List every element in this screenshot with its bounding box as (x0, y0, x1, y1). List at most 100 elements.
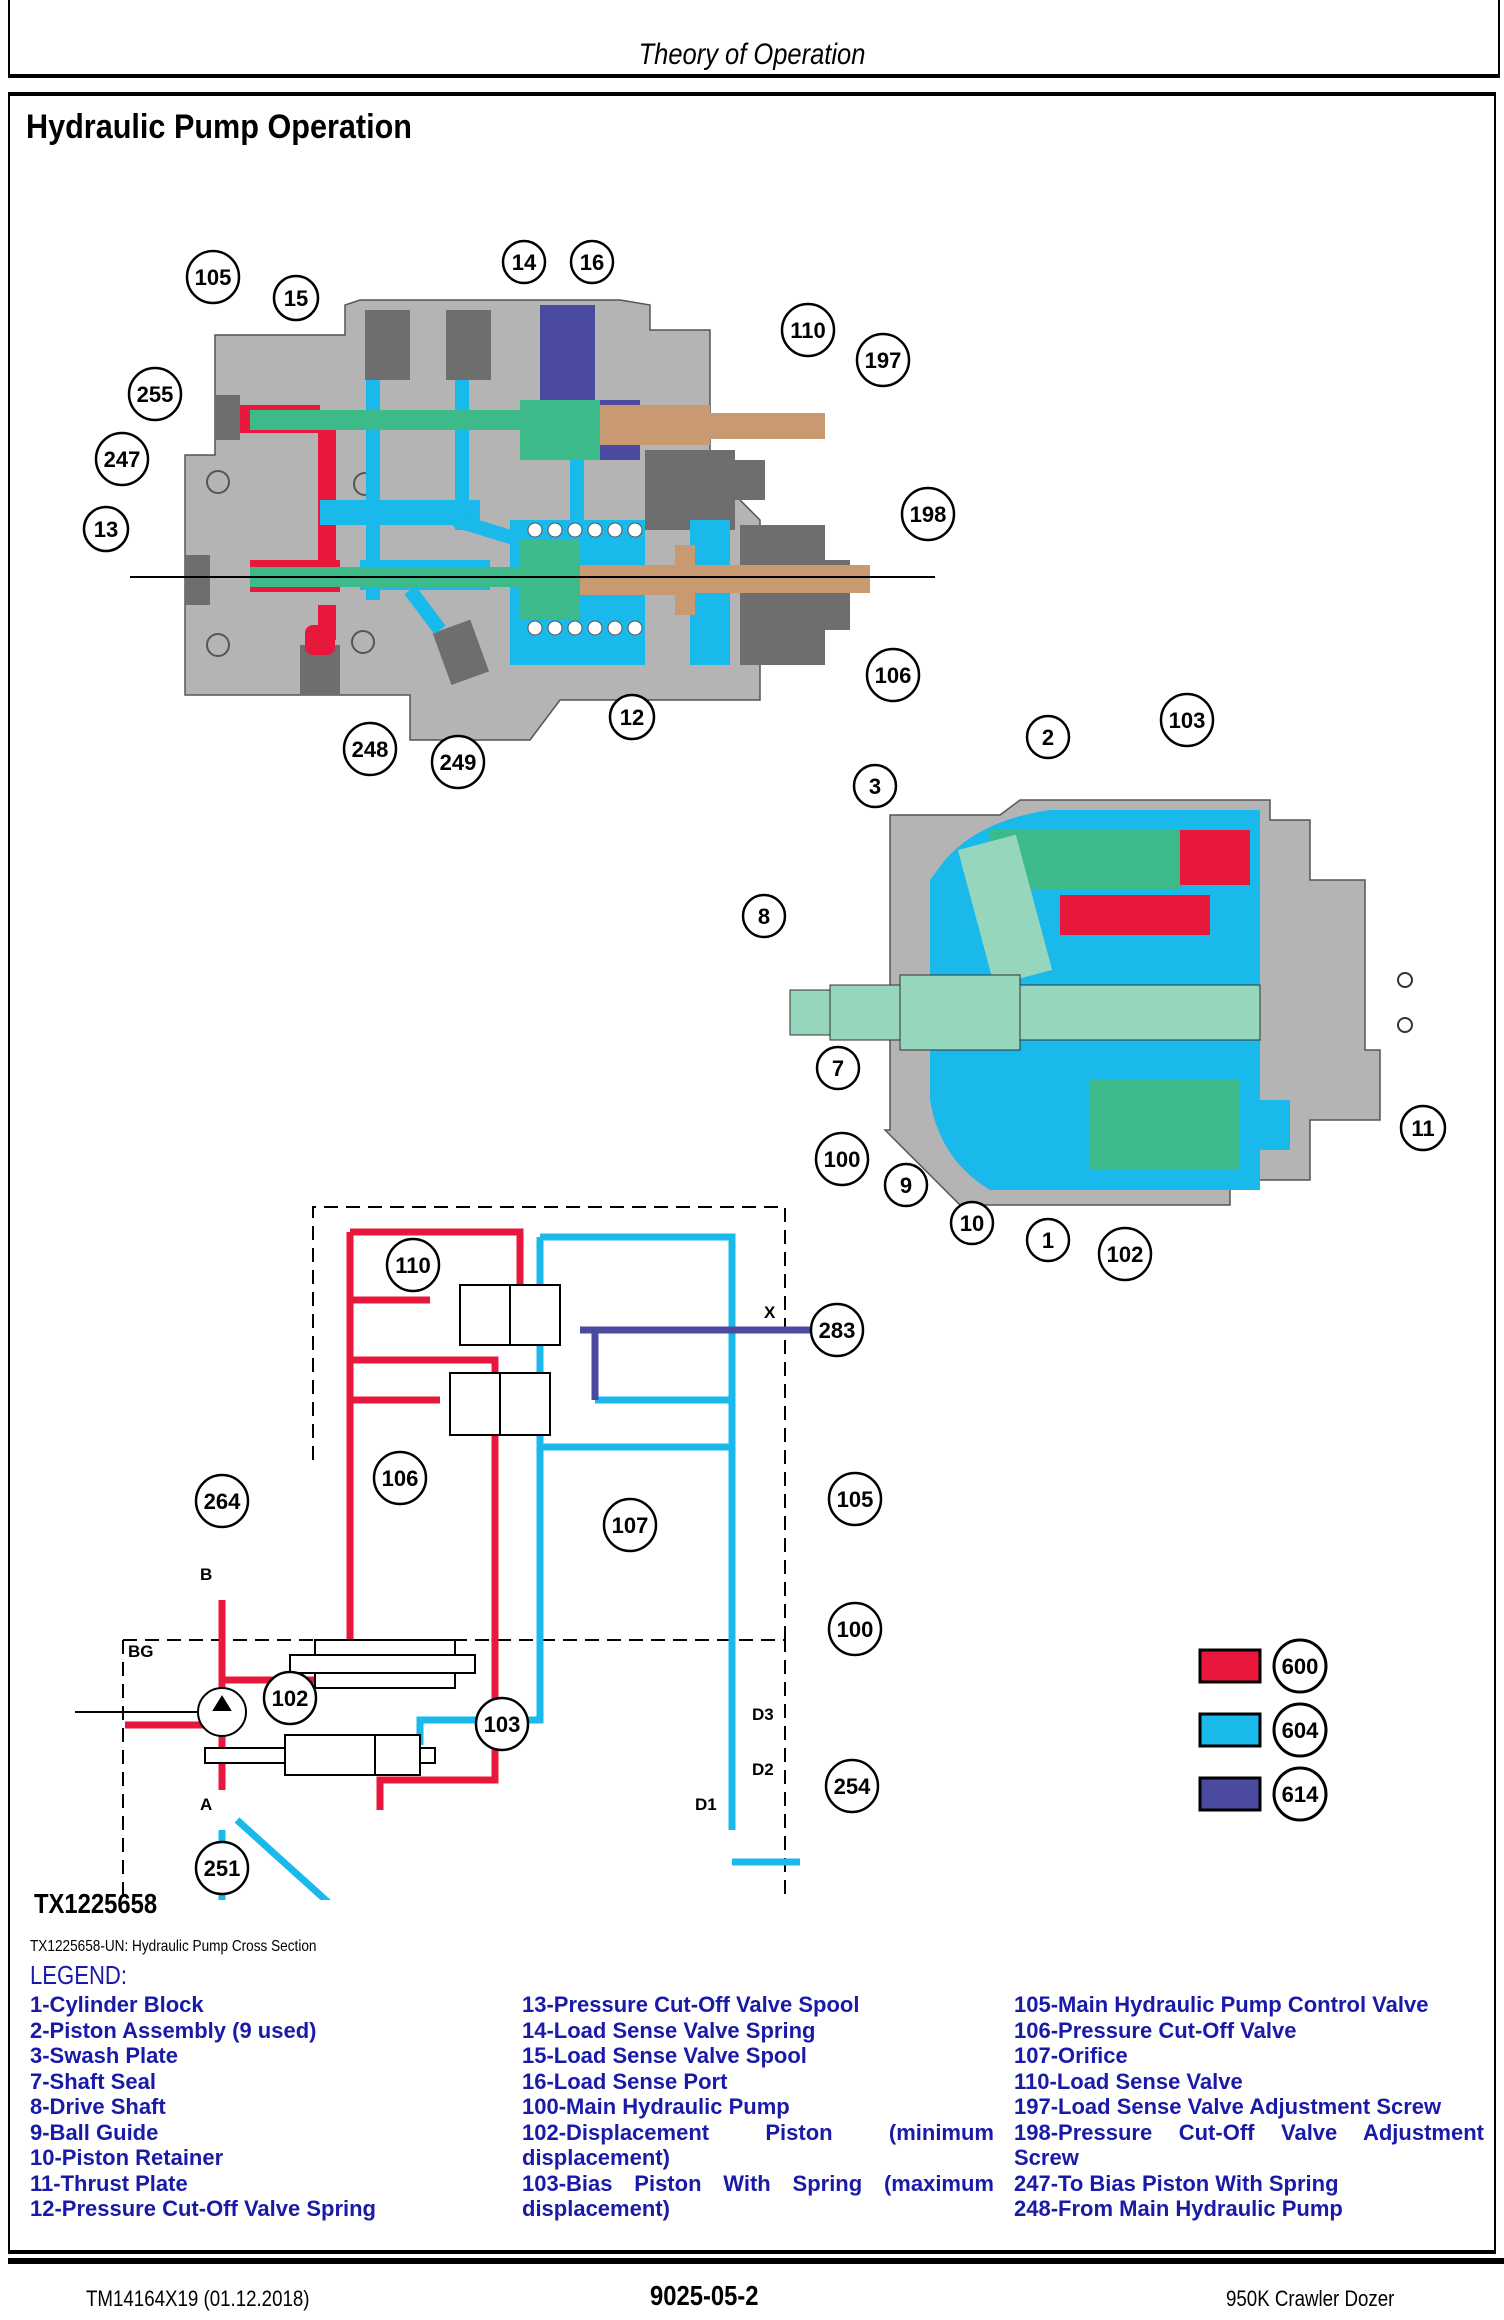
svg-text:102: 102 (1107, 1242, 1144, 1267)
svg-text:15: 15 (284, 286, 308, 311)
callout-102-pump: 102 (1097, 1226, 1153, 1282)
legend-item: 3-Swash Plate (30, 2043, 178, 2068)
svg-text:197: 197 (865, 348, 902, 373)
color-key-600: 600 (1198, 1638, 1328, 1694)
content-frame (8, 92, 1496, 2254)
svg-text:254: 254 (834, 1774, 871, 1799)
svg-text:255: 255 (137, 382, 174, 407)
svg-text:102: 102 (272, 1686, 309, 1711)
callout-249: 249 (430, 734, 486, 790)
section-title: Hydraulic Pump Operation (26, 108, 412, 146)
svg-text:249: 249 (440, 750, 477, 775)
page-header (8, 0, 1500, 78)
svg-text:198: 198 (910, 502, 947, 527)
legend-item: 105-Main Hydraulic Pump Control Valve (1014, 1992, 1429, 2017)
port-a-label: A (200, 1795, 212, 1814)
callout-198: 198 (900, 486, 956, 542)
legend-item: 8-Drive Shaft (30, 2094, 166, 2119)
legend-item: 107-Orifice (1014, 2043, 1128, 2068)
springs (527, 522, 643, 636)
svg-text:100: 100 (837, 1617, 874, 1642)
control-valve-diagram (130, 299, 935, 741)
legend-item: 102-Displacement Piston (minimum displac… (522, 2119, 994, 2171)
color-key-604: 604 (1198, 1702, 1328, 1758)
legend-item: 14-Load Sense Valve Spring (522, 2017, 816, 2043)
callout-251: 251 (194, 1840, 250, 1896)
callout-100-schematic: 100 (827, 1601, 883, 1657)
svg-text:7: 7 (832, 1056, 844, 1081)
svg-text:106: 106 (875, 663, 912, 688)
callout-106: 106 (865, 647, 921, 703)
port-d1-label: D1 (695, 1795, 717, 1814)
svg-text:604: 604 (1282, 1718, 1319, 1743)
svg-text:248: 248 (352, 737, 389, 762)
callout-248: 248 (342, 721, 398, 777)
header-title: Theory of Operation (638, 38, 866, 71)
legend-item: 248-From Main Hydraulic Pump (1014, 2196, 1343, 2221)
callout-2: 2 (1025, 714, 1071, 760)
pump-housing (789, 799, 1413, 1206)
load-sense-lines (580, 1326, 820, 1400)
callout-255: 255 (127, 366, 183, 422)
svg-text:110: 110 (790, 318, 826, 343)
svg-text:110: 110 (395, 1253, 431, 1278)
callout-1: 1 (1025, 1217, 1071, 1263)
footer-doc-id: TM14164X19 (01.12.2018) (86, 2286, 310, 2311)
legend-item: 197-Load Sense Valve Adjustment Screw (1014, 2094, 1442, 2119)
svg-text:14: 14 (512, 250, 537, 275)
legend-item: 100-Main Hydraulic Pump (522, 2094, 790, 2119)
legend-item: 1-Cylinder Block (30, 1992, 204, 2017)
legend-item: 11-Thrust Plate (30, 2170, 188, 2196)
callouts-overlay: 105 15 14 16 110 197 255 247 13 198 106 … (82, 239, 1447, 1896)
legend-item: 106-Pressure Cut-Off Valve (1014, 2017, 1297, 2043)
svg-text:2: 2 (1042, 725, 1054, 750)
legend-item: 13-Pressure Cut-Off Valve Spool (522, 1992, 860, 2017)
callout-105-schematic: 105 (827, 1471, 883, 1527)
callout-10: 10 (949, 1200, 995, 1246)
svg-text:10: 10 (960, 1211, 984, 1236)
footer-rule (8, 2258, 1504, 2264)
callout-283: 283 (809, 1302, 865, 1358)
legend-item: 12-Pressure Cut-Off Valve Spring (30, 2196, 376, 2221)
legend-item: 103-Bias Piston With Spring (maximum dis… (522, 2170, 994, 2222)
svg-text:264: 264 (204, 1489, 241, 1514)
svg-text:13: 13 (94, 517, 118, 542)
legend-column-3: 105-Main Hydraulic Pump Control Valve 10… (1014, 1992, 1484, 2222)
legend-item: 198-Pressure Cut-Off Valve Adjustment Sc… (1014, 2119, 1484, 2171)
callout-102-schematic: 102 (262, 1670, 318, 1726)
port-x-label: X (764, 1303, 776, 1322)
callout-16: 16 (569, 239, 615, 285)
legend-item: 2-Piston Assembly (9 used) (30, 2017, 317, 2043)
figure-caption: TX1225658-UN: Hydraulic Pump Cross Secti… (30, 1938, 317, 1955)
pump-cross-section (789, 799, 1413, 1206)
callout-7: 7 (815, 1045, 861, 1091)
color-legend: 600 604 614 (1198, 1638, 1328, 1822)
port-d2-label: D2 (752, 1760, 774, 1779)
svg-text:251: 251 (204, 1856, 241, 1881)
callout-12: 12 (608, 693, 656, 741)
svg-text:600: 600 (1282, 1654, 1319, 1679)
legend-column-1: 1-Cylinder Block 2-Piston Assembly (9 us… (30, 1992, 510, 2222)
svg-text:3: 3 (869, 774, 881, 799)
svg-text:107: 107 (612, 1513, 649, 1538)
callout-13: 13 (82, 505, 130, 553)
callout-11: 11 (1399, 1104, 1447, 1152)
legend-item: 16-Load Sense Port (522, 2068, 728, 2094)
callout-197: 197 (855, 332, 911, 388)
svg-text:105: 105 (837, 1487, 874, 1512)
callout-106-schematic: 106 (372, 1450, 428, 1506)
svg-text:103: 103 (1169, 708, 1206, 733)
callout-14: 14 (501, 239, 547, 285)
callout-105: 105 (185, 249, 241, 305)
svg-text:106: 106 (382, 1466, 419, 1491)
port-d3-label: D3 (752, 1705, 774, 1724)
svg-text:283: 283 (819, 1318, 856, 1343)
callout-264: 264 (194, 1473, 250, 1529)
port-b-label: B (200, 1565, 212, 1584)
svg-text:105: 105 (195, 265, 232, 290)
legend-column-2: 13-Pressure Cut-Off Valve Spool 14-Load … (522, 1992, 994, 2222)
svg-text:8: 8 (758, 904, 770, 929)
footer-model: 950K Crawler Dozer (1226, 2286, 1395, 2311)
figure-id: TX1225658 (34, 1888, 158, 1919)
callout-110: 110 (780, 302, 836, 358)
